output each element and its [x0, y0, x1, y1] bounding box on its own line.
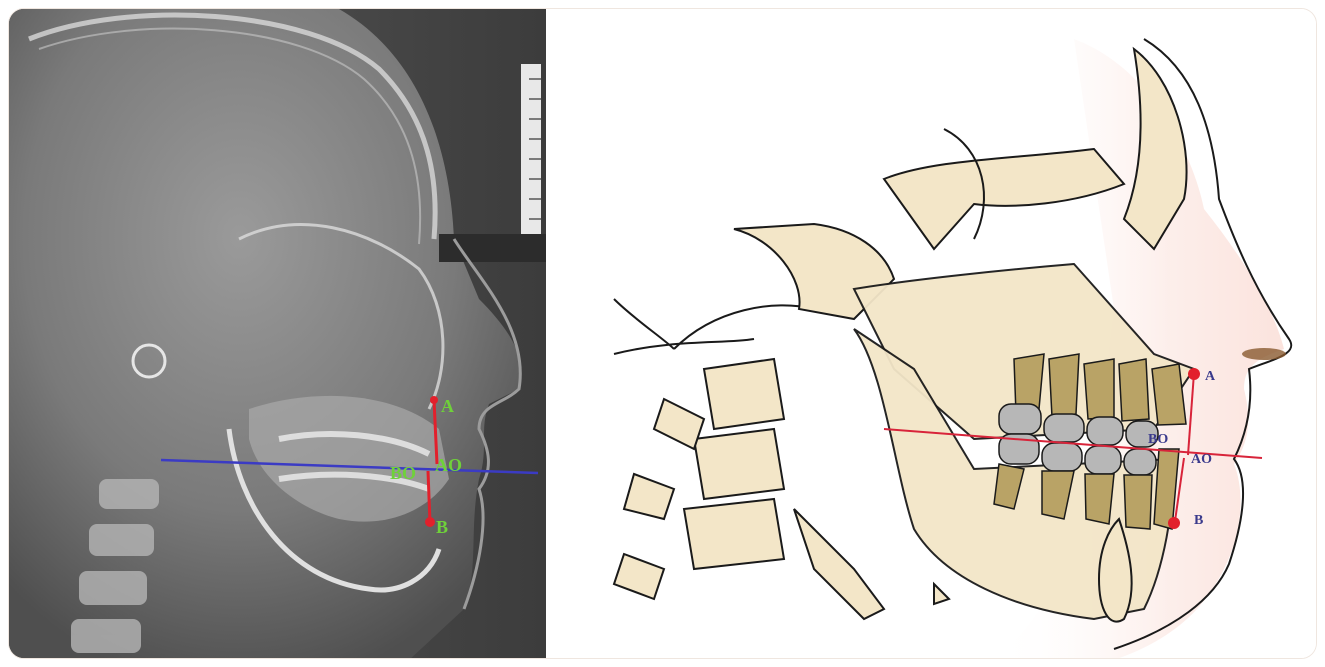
- point-b: [425, 517, 435, 527]
- label-b: B: [436, 517, 448, 537]
- label-a: A: [1205, 369, 1216, 384]
- cephalometric-radiograph: A B AO BO: [9, 9, 546, 659]
- nasal-positioner: [439, 234, 546, 262]
- label-b: B: [1194, 513, 1203, 528]
- b-perpendicular-line: [428, 471, 430, 523]
- label-bo: BO: [1148, 432, 1168, 447]
- cephalometric-tracing: A B AO BO: [554, 9, 1317, 659]
- figure-frame: A B AO BO: [8, 8, 1317, 659]
- point-a: [430, 396, 438, 404]
- label-bo: BO: [390, 463, 416, 483]
- radiograph-image: A B AO BO: [9, 9, 546, 659]
- point-b: [1168, 517, 1180, 529]
- label-ao: AO: [435, 455, 462, 475]
- tracing-image: A B AO BO: [554, 9, 1317, 659]
- label-ao: AO: [1191, 452, 1212, 467]
- ruler: [521, 64, 541, 234]
- point-a: [1188, 368, 1200, 380]
- label-a: A: [441, 396, 454, 416]
- sphenoid-bone: [884, 149, 1124, 249]
- nostril: [1242, 348, 1286, 360]
